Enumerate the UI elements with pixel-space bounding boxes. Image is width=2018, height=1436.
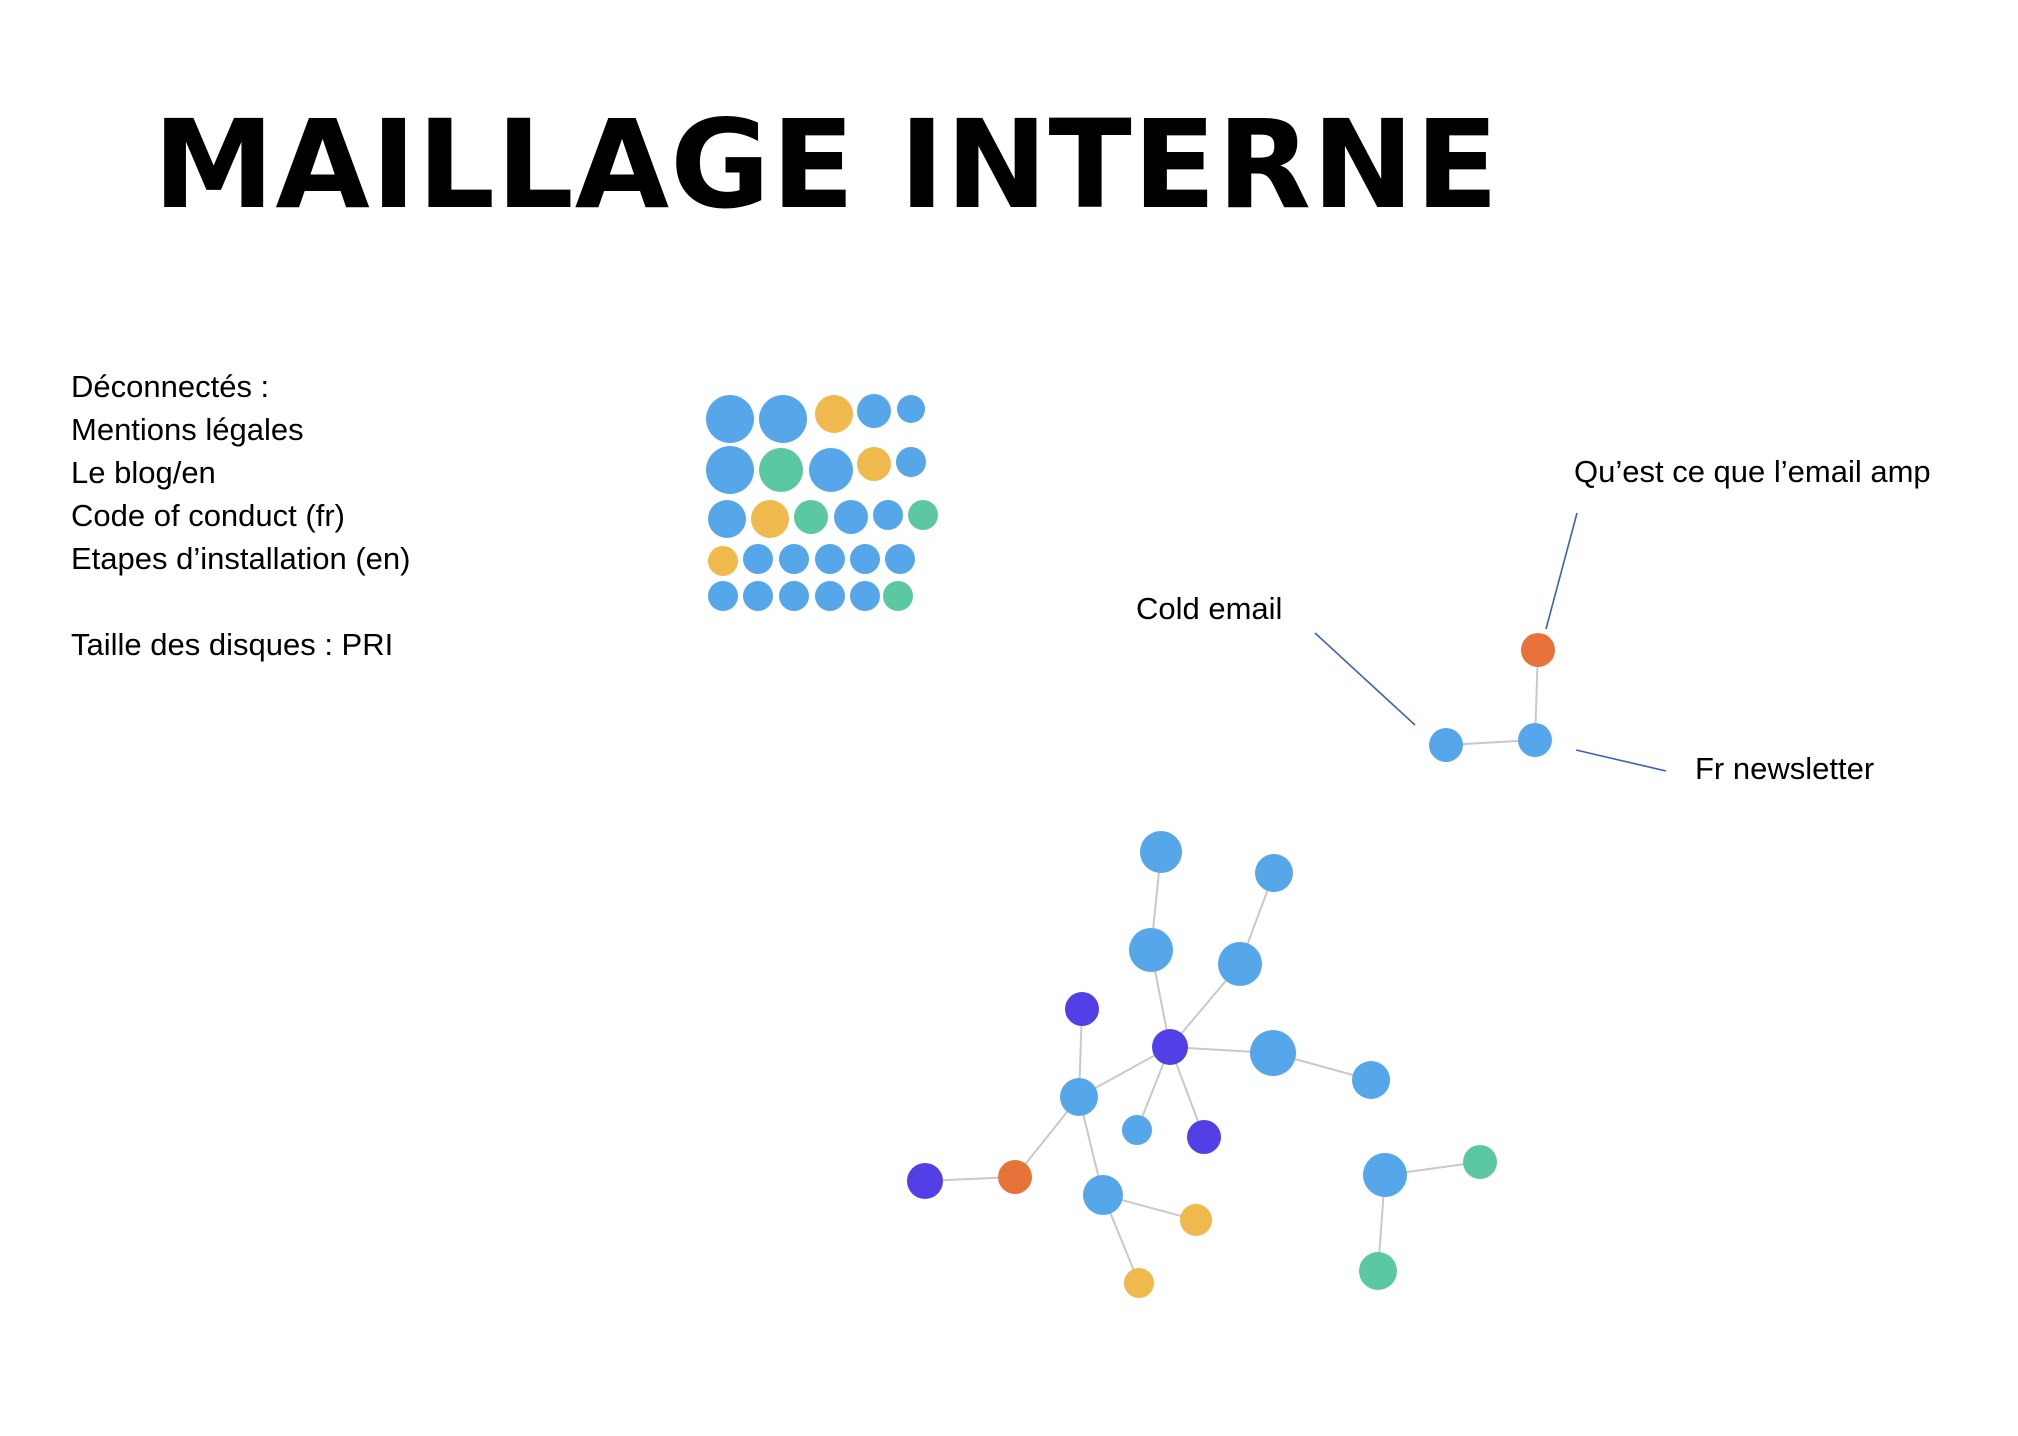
- disconnected-node: [706, 446, 754, 494]
- disconnected-node: [815, 581, 845, 611]
- callout-pointer-line: [1545, 512, 1578, 630]
- disconnected-node: [857, 394, 891, 428]
- disconnected-node: [751, 500, 789, 538]
- disconnected-node: [857, 447, 891, 481]
- graph-node: [1218, 942, 1262, 986]
- disconnected-node: [873, 500, 903, 530]
- callout-fr-newsletter: Fr newsletter: [1695, 751, 1875, 786]
- callout-email-amp: Qu’est ce que l’email amp: [1574, 454, 1931, 489]
- disconnected-node: [850, 544, 880, 574]
- disconnected-node: [779, 581, 809, 611]
- disconnected-node: [815, 544, 845, 574]
- disconnected-node: [897, 395, 925, 423]
- disconnected-node: [885, 544, 915, 574]
- disconnected-node: [706, 395, 754, 443]
- note-line-disconnected-heading: Déconnectés :: [71, 369, 270, 404]
- note-line-blog-en: Le blog/en: [71, 455, 216, 490]
- disconnected-node: [708, 500, 746, 538]
- disconnected-node: [794, 500, 828, 534]
- graph-node: [1180, 1204, 1212, 1236]
- cluster-node: [1518, 723, 1552, 757]
- note-line-disk-size: Taille des disques : PRI: [71, 627, 394, 662]
- disconnected-node: [834, 500, 868, 534]
- graph-node: [998, 1160, 1032, 1194]
- disconnected-node: [743, 544, 773, 574]
- graph-node: [1463, 1145, 1497, 1179]
- graph-node: [1352, 1061, 1390, 1099]
- disconnected-node: [708, 546, 738, 576]
- disconnected-node: [896, 447, 926, 477]
- graph-node: [1065, 992, 1099, 1026]
- graph-node: [907, 1163, 943, 1199]
- disconnected-node: [850, 581, 880, 611]
- disconnected-node: [779, 544, 809, 574]
- disconnected-node: [743, 581, 773, 611]
- disconnected-notes: Déconnectés : Mentions légales Le blog/e…: [71, 365, 410, 666]
- page-title: MAILLAGE INTERNE: [153, 94, 1500, 236]
- disconnected-node: [759, 448, 803, 492]
- disconnected-node: [908, 500, 938, 530]
- graph-node: [1129, 928, 1173, 972]
- graph-node: [1152, 1029, 1188, 1065]
- disconnected-node: [708, 581, 738, 611]
- graph-node: [1363, 1153, 1407, 1197]
- disconnected-node: [883, 581, 913, 611]
- disconnected-node: [809, 448, 853, 492]
- callout-cold-email: Cold email: [1136, 591, 1283, 626]
- graph-node: [1140, 831, 1182, 873]
- note-line-mentions-legales: Mentions légales: [71, 412, 304, 447]
- callout-pointer-line: [1575, 749, 1667, 772]
- callout-pointer-line: [1314, 632, 1416, 726]
- graph-node: [1122, 1115, 1152, 1145]
- graph-node: [1187, 1120, 1221, 1154]
- graph-node: [1124, 1268, 1154, 1298]
- graph-node: [1359, 1252, 1397, 1290]
- graph-node: [1255, 854, 1293, 892]
- graph-node: [1060, 1078, 1098, 1116]
- disconnected-node: [759, 395, 807, 443]
- disconnected-node: [815, 395, 853, 433]
- graph-node: [1083, 1175, 1123, 1215]
- note-line-code-of-conduct: Code of conduct (fr): [71, 498, 345, 533]
- note-line-installation: Etapes d’installation (en): [71, 541, 411, 576]
- graph-node: [1250, 1030, 1296, 1076]
- cluster-node: [1429, 728, 1463, 762]
- cluster-node: [1521, 633, 1555, 667]
